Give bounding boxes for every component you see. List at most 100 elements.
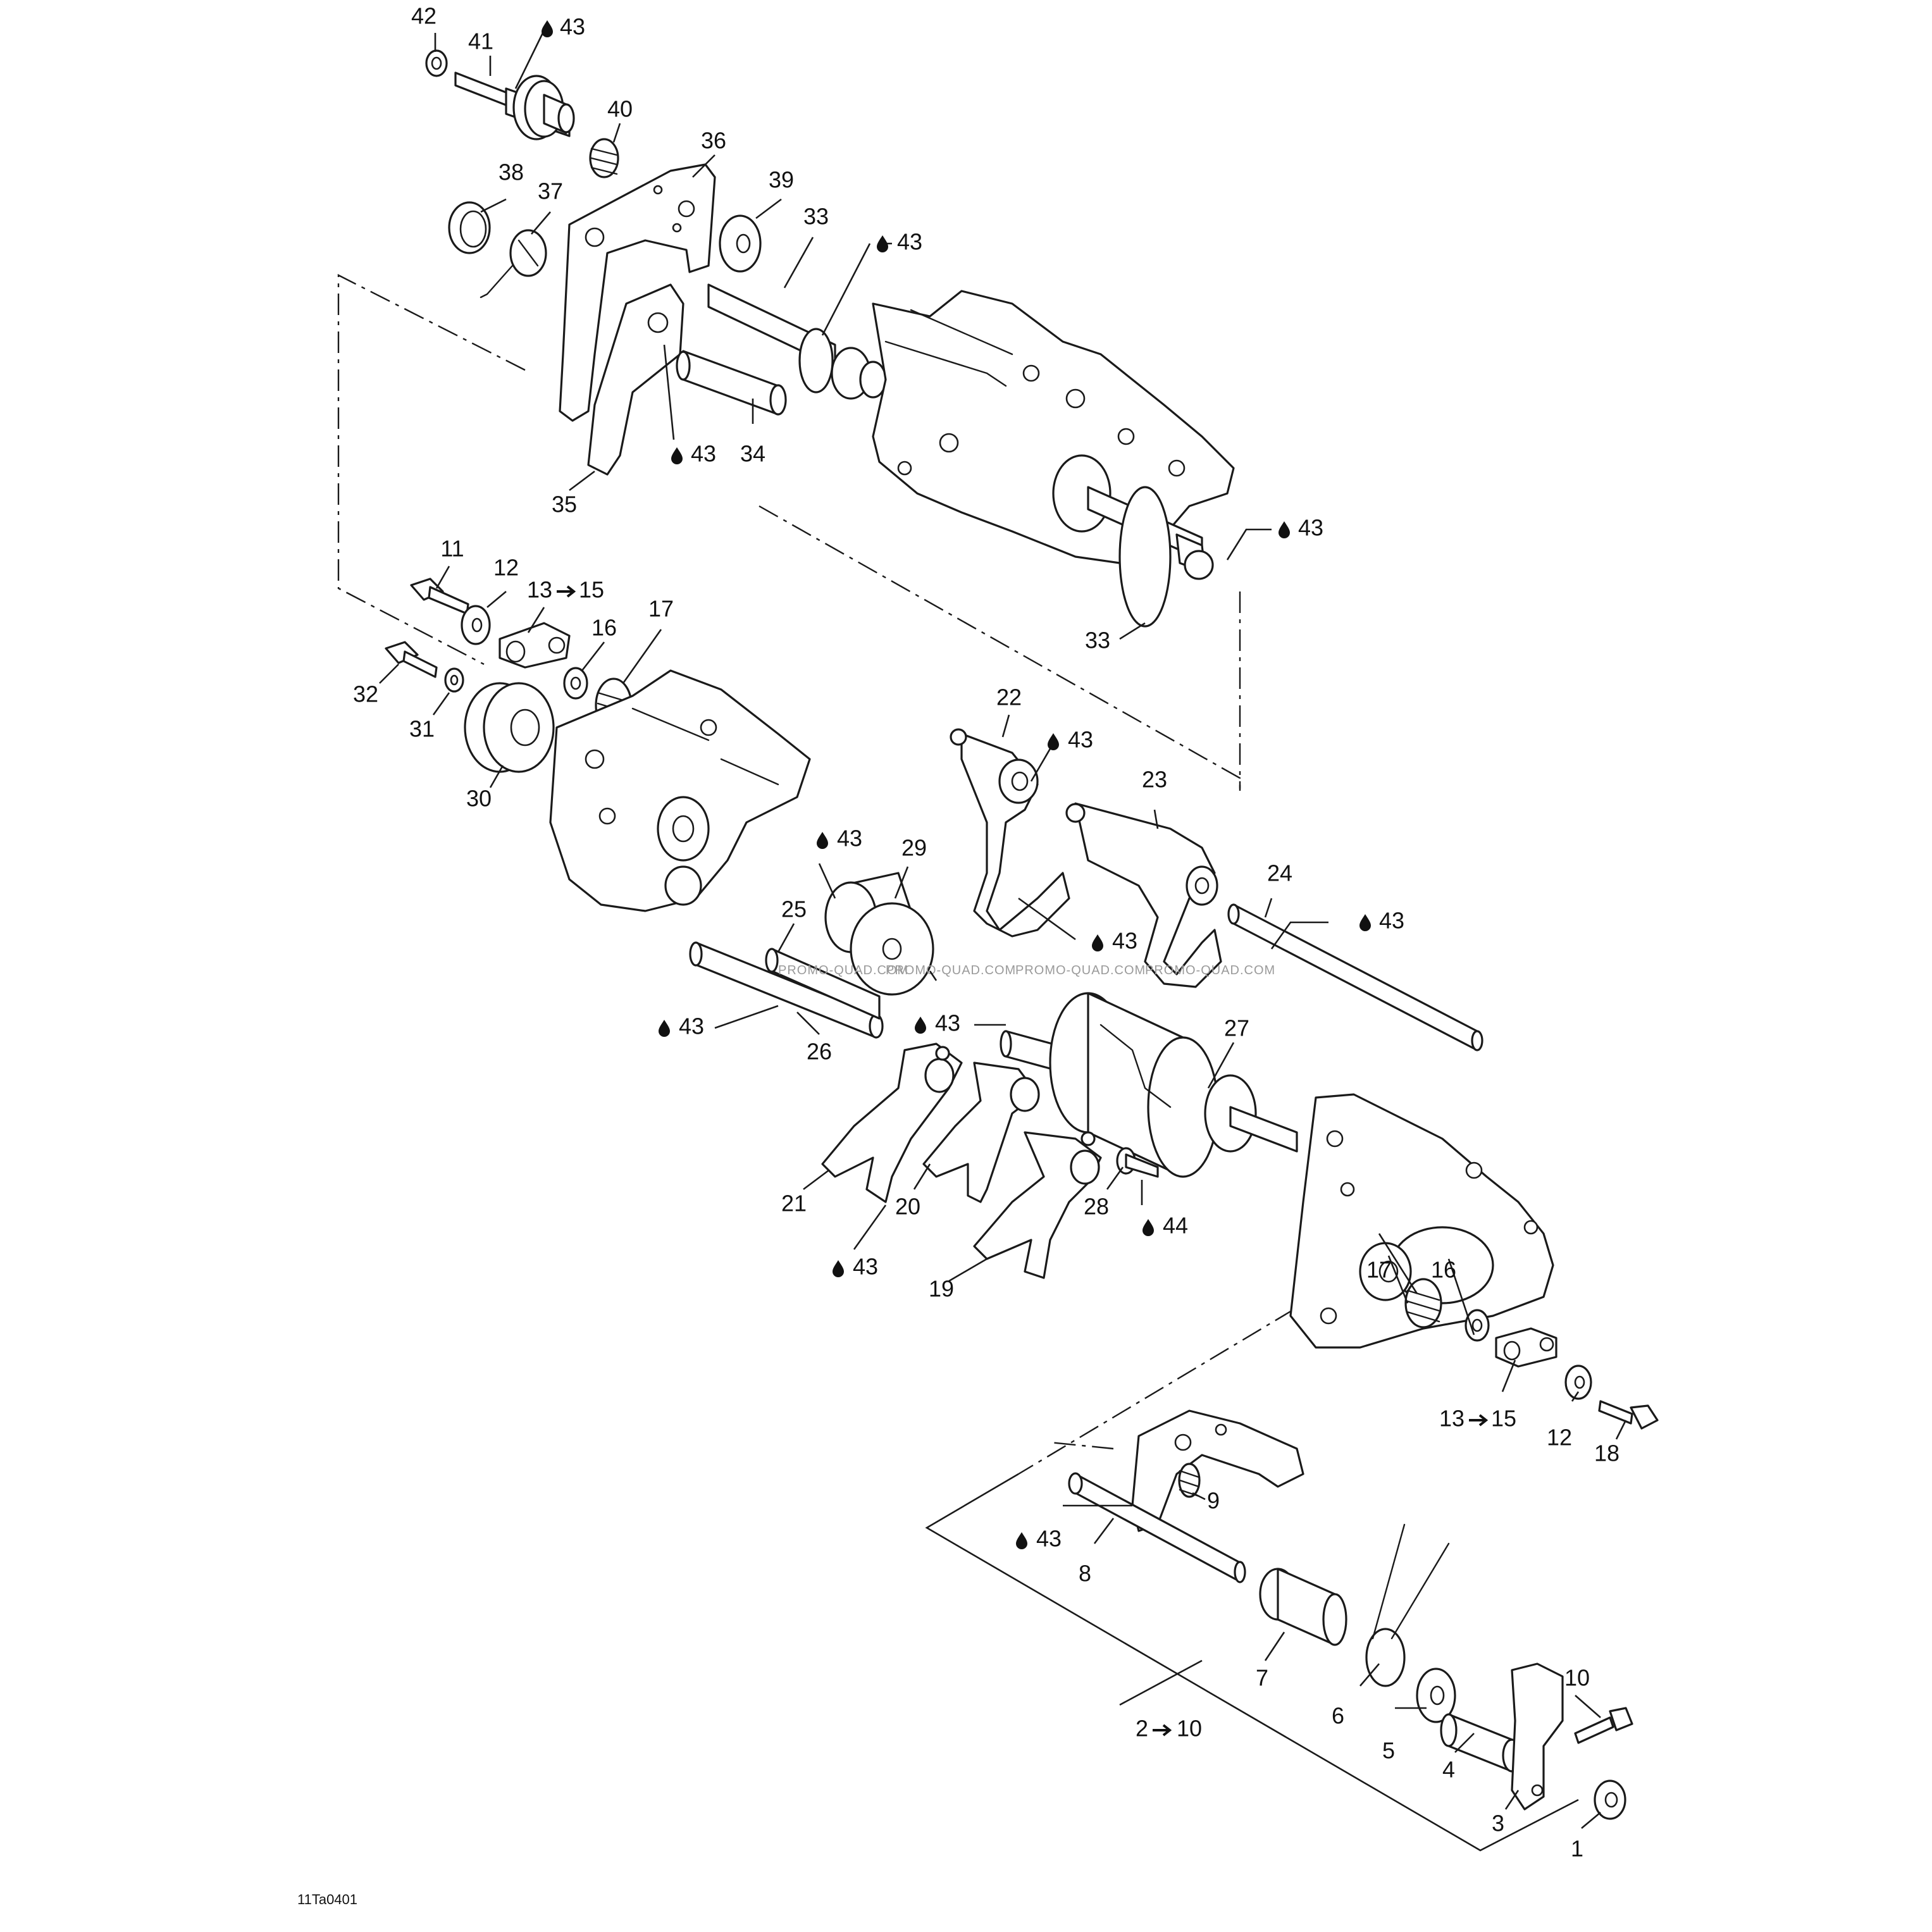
callout-16a: 16 [591, 615, 617, 641]
svg-text:43: 43 [1036, 1526, 1062, 1552]
callout-11: 11 [440, 536, 464, 562]
bushing-7 [1259, 1568, 1347, 1646]
callout-28: 28 [1084, 1194, 1109, 1220]
oil-drop-icon [1016, 1532, 1027, 1549]
callout-9: 9 [1207, 1488, 1220, 1514]
arrow-icon [1153, 1724, 1172, 1737]
callout-35: 35 [552, 492, 577, 517]
fork-20 [922, 1062, 1040, 1203]
watermark-2: PROMO-QUAD.COM [886, 963, 1016, 977]
svg-text:15: 15 [579, 577, 604, 603]
oil-drop-icon [542, 20, 553, 37]
svg-text:43: 43 [691, 441, 716, 467]
shaft-33-upper [707, 283, 887, 400]
lever-36 [559, 163, 716, 422]
figure-reference: 11Ta0401 [297, 1892, 357, 1907]
shaft-33-lower [1087, 486, 1214, 628]
washer-42 [425, 49, 448, 77]
callout-21: 21 [781, 1191, 807, 1217]
callout-29: 29 [901, 835, 927, 861]
bolt-32 [385, 641, 438, 678]
svg-text:43: 43 [897, 229, 922, 255]
bushing-38 [448, 201, 491, 254]
washer-39 [719, 214, 762, 273]
washer-12-right [1564, 1365, 1592, 1400]
callout-1: 1 [1571, 1836, 1583, 1862]
callout-43e: 43 [1048, 727, 1093, 753]
callout-30: 30 [466, 786, 492, 812]
svg-text:10: 10 [1177, 1716, 1202, 1742]
callout-43g: 43 [817, 826, 862, 851]
callout-40: 40 [607, 96, 633, 122]
arrow-icon [1469, 1414, 1489, 1427]
shaft-24 [1227, 903, 1483, 1051]
callout-16b: 16 [1431, 1257, 1456, 1283]
callout-43l: 43 [1016, 1526, 1062, 1552]
callout-31: 31 [409, 716, 435, 742]
bolt-18 [1598, 1400, 1659, 1430]
callout-43a: 43 [542, 14, 585, 40]
oil-drop-icon [1048, 733, 1059, 750]
callout-7: 7 [1256, 1665, 1268, 1691]
callout-36: 36 [701, 128, 726, 154]
callout-32: 32 [353, 681, 378, 707]
svg-text:43: 43 [837, 826, 862, 851]
callout-18: 18 [1594, 1440, 1619, 1466]
oil-drop-icon [833, 1260, 844, 1277]
callout-43c: 43 [671, 441, 716, 467]
arrow-icon [557, 585, 576, 598]
spring-9 [1178, 1463, 1201, 1498]
cam-29 [824, 872, 934, 996]
washer-12-left [461, 605, 491, 645]
oil-drop-icon [877, 235, 888, 252]
fork-23 [1065, 802, 1222, 988]
middle-case-housing [549, 669, 811, 912]
watermark-row: PROMO-QUAD.COM PROMO-QUAD.COM PROMO-QUAD… [778, 963, 1275, 977]
bolt-10 [1574, 1707, 1633, 1744]
callout-17a: 17 [648, 596, 674, 622]
callout-6: 6 [1332, 1703, 1344, 1729]
svg-text:44: 44 [1163, 1213, 1188, 1239]
lever-13-15-right [1495, 1327, 1557, 1368]
oil-drop-icon [915, 1017, 926, 1034]
washer-31 [444, 667, 464, 693]
callout-27: 27 [1224, 1015, 1249, 1041]
spring-37 [480, 229, 547, 299]
pin-28 [1116, 1147, 1159, 1178]
oil-drop-icon [1092, 934, 1103, 951]
callout-38: 38 [498, 159, 524, 185]
spring-40 [589, 138, 619, 178]
callout-43d: 43 [1279, 515, 1323, 541]
callout-43h: 43 [1359, 908, 1404, 934]
callout-43j: 43 [915, 1010, 960, 1036]
lever-13-15-left [498, 622, 571, 669]
callout-43k: 43 [833, 1254, 878, 1280]
callout-2-10: 2 10 [1136, 1716, 1202, 1742]
shift-shaft-8 [1068, 1409, 1304, 1583]
callout-20: 20 [895, 1194, 920, 1220]
callout-39: 39 [769, 167, 794, 193]
callout-41: 41 [468, 28, 493, 54]
fork-22 [950, 728, 1070, 938]
callout-23: 23 [1142, 767, 1167, 793]
watermark-3: PROMO-QUAD.COM [1015, 963, 1146, 977]
callout-10: 10 [1564, 1665, 1590, 1691]
pin-34 [676, 350, 787, 416]
callout-5: 5 [1382, 1738, 1395, 1764]
shift-drum-27 [1000, 992, 1298, 1178]
group-bracket-2-10 [925, 1473, 1579, 1852]
svg-text:43: 43 [679, 1013, 704, 1039]
svg-text:2: 2 [1136, 1716, 1148, 1742]
callout-42: 42 [411, 3, 437, 29]
spring-17-right [1404, 1278, 1442, 1328]
pin-26 [765, 948, 881, 1020]
shaft-gear-41 [454, 71, 575, 140]
callout-34: 34 [740, 441, 765, 467]
callout-33b: 33 [1085, 628, 1110, 653]
callout-37: 37 [538, 178, 563, 204]
callout-4: 4 [1442, 1757, 1455, 1783]
callout-44: 44 [1142, 1213, 1188, 1239]
callout-13-15b: 13 15 [1439, 1406, 1516, 1432]
fork-21 [821, 1043, 963, 1203]
